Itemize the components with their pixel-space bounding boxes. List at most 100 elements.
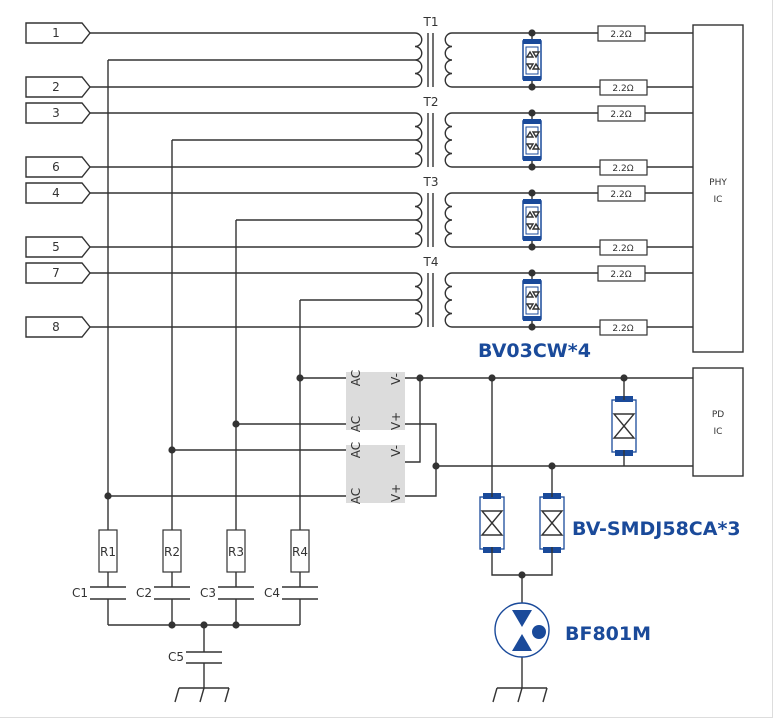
bidirectional-tvs-icon — [612, 413, 636, 439]
secondary-winding — [444, 192, 453, 248]
resistor-value: 2.2Ω — [610, 270, 631, 280]
connector-label: 8 — [52, 320, 60, 334]
bridge-vminus-label: V- — [389, 373, 403, 385]
transformer-label: T1 — [423, 15, 439, 29]
capacitor-label: C2 — [136, 586, 152, 600]
connector-8 — [25, 316, 91, 338]
gas-discharge-tube-icon — [494, 602, 550, 658]
connector-6 — [25, 156, 91, 178]
resistor-value: 2.2Ω — [610, 30, 631, 40]
tvs-pad — [523, 236, 541, 241]
connector-label: 5 — [52, 240, 60, 254]
ground-icon — [517, 687, 523, 703]
connector-label: 6 — [52, 160, 60, 174]
connector-7 — [25, 262, 91, 284]
ground-icon — [174, 687, 180, 703]
gdt-electrode-icon — [512, 610, 532, 651]
bidirectional-tvs-icon — [480, 510, 504, 536]
diode-icon — [525, 130, 541, 151]
bridge-vplus-label: V+ — [389, 412, 403, 430]
tvs-pad — [523, 199, 541, 204]
ground-icon — [492, 687, 498, 703]
resistor-value: 2.2Ω — [610, 190, 631, 200]
primary-winding — [414, 32, 423, 88]
phy-ic-label: PHY — [709, 178, 727, 188]
bv03cw-label: BV03CW*4 — [478, 340, 591, 362]
wire — [405, 378, 421, 463]
bridge-vplus-label: V+ — [389, 484, 403, 502]
diode-icon — [525, 50, 541, 71]
tvs-pad — [523, 156, 541, 161]
connector-label: 7 — [52, 266, 60, 280]
primary-winding — [414, 112, 423, 168]
junction-dot — [232, 420, 240, 428]
primary-winding — [414, 272, 423, 328]
resistor-value: 2.2Ω — [612, 84, 633, 94]
bridge-ac-label: AC — [349, 416, 363, 432]
bidirectional-tvs-icon — [540, 510, 564, 536]
primary-winding — [414, 192, 423, 248]
tvs-pad — [523, 279, 541, 284]
tvs-diode-icon — [525, 46, 539, 75]
secondary-winding — [444, 32, 453, 88]
smdj-label: BV-SMDJ58CA*3 — [572, 518, 741, 540]
resistor-label: R2 — [164, 545, 180, 559]
transformer-label: T4 — [423, 255, 439, 269]
tvs-pad — [523, 39, 541, 44]
bridge-rectifier-2 — [346, 445, 405, 503]
ground-icon — [199, 687, 205, 703]
resistor-value: 2.2Ω — [612, 324, 633, 334]
resistor-value: 2.2Ω — [612, 244, 633, 254]
ground-icon — [542, 687, 548, 703]
secondary-winding — [444, 272, 453, 328]
diode-icon — [525, 210, 541, 231]
tvs-pad — [523, 119, 541, 124]
diode-icon — [525, 290, 541, 311]
connector-3 — [25, 102, 91, 124]
resistor-label: R3 — [228, 545, 244, 559]
junction-dot — [296, 374, 304, 382]
ground-icon — [224, 687, 230, 703]
tvs-diode-icon — [525, 206, 539, 235]
junction-dot — [432, 462, 440, 470]
bridge-ac-label: AC — [349, 370, 363, 386]
resistor-value: 2.2Ω — [610, 110, 631, 120]
connector-5 — [25, 236, 91, 258]
pd-ic — [692, 367, 744, 477]
bridge-ac-label: AC — [349, 488, 363, 504]
connector-1 — [25, 22, 91, 44]
bridge-ac-label: AC — [349, 442, 363, 458]
tvs-pad — [523, 76, 541, 81]
resistor-value: 2.2Ω — [612, 164, 633, 174]
junction-dot — [232, 621, 240, 629]
phy-ic-label: IC — [714, 195, 723, 205]
transformer-label: T2 — [423, 95, 439, 109]
tvs-diode-icon — [525, 286, 539, 315]
capacitor-label: C4 — [264, 586, 280, 600]
connector-label: 1 — [52, 26, 60, 40]
connector-2 — [25, 76, 91, 98]
connector-label: 3 — [52, 106, 60, 120]
resistor-label: R1 — [100, 545, 116, 559]
gdt-gas-dot — [532, 625, 546, 639]
resistor-label: R4 — [292, 545, 308, 559]
tvs-diode-icon — [525, 126, 539, 155]
secondary-winding — [444, 112, 453, 168]
tvs-pad — [523, 316, 541, 321]
junction-dot — [104, 492, 112, 500]
pd-ic-label: IC — [714, 427, 723, 437]
junction-dot — [168, 446, 176, 454]
capacitor-label: C1 — [72, 586, 88, 600]
connector-4 — [25, 182, 91, 204]
phy-ic — [692, 24, 744, 353]
junction-dot — [168, 621, 176, 629]
connector-label: 4 — [52, 186, 60, 200]
bridge-vminus-label: V- — [389, 445, 403, 457]
transformer-label: T3 — [423, 175, 439, 189]
wire — [405, 423, 437, 497]
bridge-rectifier-1 — [346, 372, 405, 430]
pd-ic-label: PD — [712, 410, 724, 420]
capacitor-label: C3 — [200, 586, 216, 600]
